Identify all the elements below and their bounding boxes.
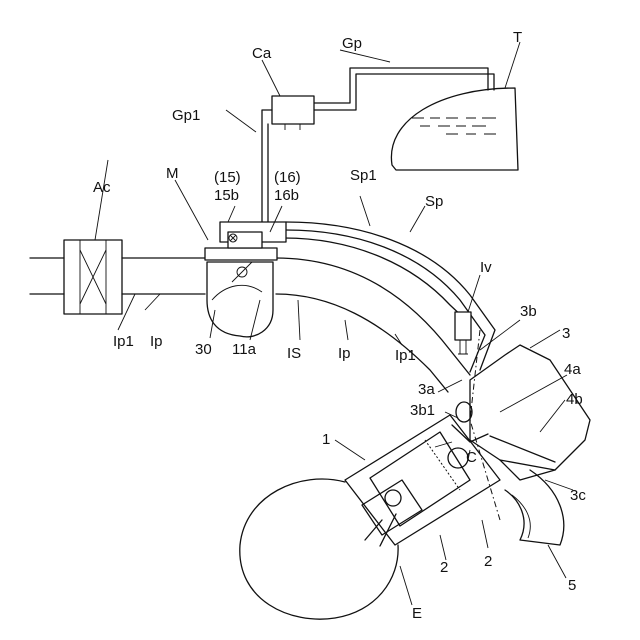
sub-intake-pipe-sp bbox=[284, 222, 495, 372]
label-ip-left: Ip bbox=[150, 333, 163, 350]
label-4b: 4b bbox=[566, 391, 583, 408]
label-gp1: Gp1 bbox=[172, 107, 200, 124]
label-3c: 3c bbox=[570, 487, 586, 504]
label-2b: 2 bbox=[484, 553, 492, 570]
fuel-pipe-gp bbox=[313, 68, 494, 110]
control-unit-ca bbox=[272, 96, 314, 124]
air-cleaner-ac bbox=[30, 240, 122, 314]
label-sp: Sp bbox=[425, 193, 443, 210]
label-3b: 3b bbox=[520, 303, 537, 320]
label-5: 5 bbox=[568, 577, 576, 594]
intake-pipe-ip bbox=[122, 258, 470, 392]
label-ac: Ac bbox=[93, 179, 111, 196]
label-3a: 3a bbox=[418, 381, 435, 398]
exhaust-pipe bbox=[505, 470, 564, 545]
label-ip1-mid: Ip1 bbox=[395, 347, 416, 364]
cylinder-block bbox=[345, 415, 500, 545]
label-1: 1 bbox=[322, 431, 330, 448]
label-ca: Ca bbox=[252, 45, 272, 62]
label-iv: Iv bbox=[480, 259, 492, 276]
label-16b: 16b bbox=[274, 187, 299, 204]
label-c: C bbox=[466, 449, 477, 466]
label-is: IS bbox=[287, 345, 301, 362]
label-gp: Gp bbox=[342, 35, 362, 52]
label-30: 30 bbox=[195, 341, 212, 358]
label-16: (16) bbox=[274, 169, 301, 186]
label-t: T bbox=[513, 29, 522, 46]
label-m: M bbox=[166, 165, 179, 182]
label-4a: 4a bbox=[564, 361, 581, 378]
label-e: E bbox=[412, 605, 422, 622]
fuel-tank bbox=[391, 88, 518, 170]
label-2a: 2 bbox=[440, 559, 448, 576]
fuel-pipe-gp1 bbox=[226, 110, 272, 226]
label-sp1: Sp1 bbox=[350, 167, 377, 184]
throttle-body-m bbox=[205, 222, 286, 337]
label-3b1: 3b1 bbox=[410, 402, 435, 419]
leader-lines bbox=[95, 42, 573, 605]
label-11a: 11a bbox=[232, 341, 257, 358]
label-ip-mid: Ip bbox=[338, 345, 351, 362]
injector-iv bbox=[455, 312, 471, 354]
label-3: 3 bbox=[562, 325, 570, 342]
label-15b: 15b bbox=[214, 187, 239, 204]
label-ip1-left: Ip1 bbox=[113, 333, 134, 350]
label-15: (15) bbox=[214, 169, 241, 186]
